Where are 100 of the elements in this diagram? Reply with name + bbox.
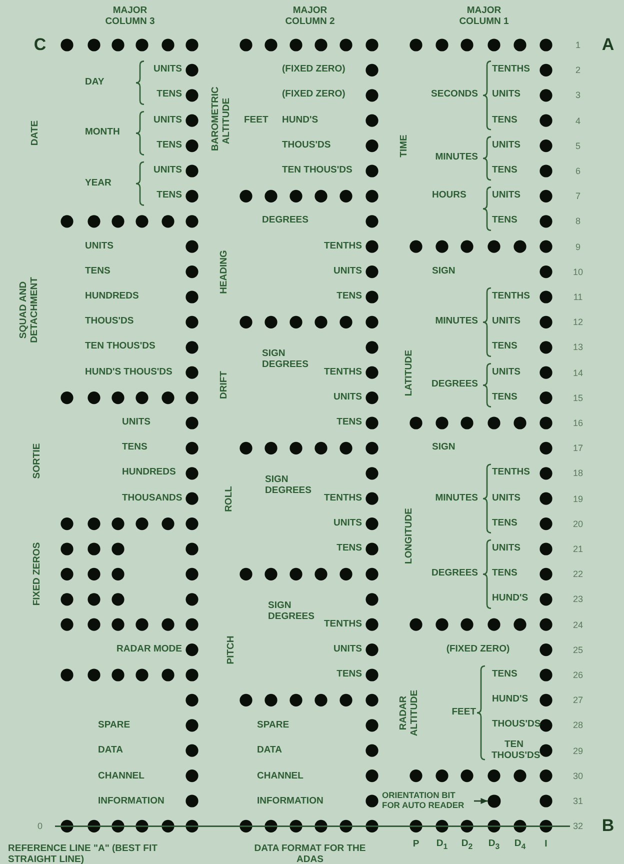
- group-label: LATITUDE: [404, 349, 416, 396]
- field-label: TENS: [336, 670, 362, 680]
- group-label: RADAR ALTITUDE: [399, 688, 421, 738]
- field-label: TENS: [122, 442, 148, 454]
- field-label: TENS: [492, 670, 518, 680]
- field-label: TENTHS: [492, 468, 530, 479]
- row-number: 17: [573, 443, 583, 454]
- field-label: TENTHS: [324, 241, 362, 252]
- row-number: 32: [573, 821, 583, 832]
- field-label: UNITS: [122, 418, 150, 428]
- field-label: SIGN: [432, 442, 456, 454]
- field-label: FEET: [244, 115, 268, 126]
- field-label: UNITS: [492, 367, 520, 378]
- field-label: UNITS: [492, 190, 520, 202]
- row-number: 9: [576, 241, 580, 252]
- row-number: 25: [573, 644, 583, 655]
- field-label: SECONDS: [431, 90, 478, 101]
- row-number: 0: [38, 821, 42, 832]
- field-label: TENS: [85, 266, 110, 278]
- field-label: TENS: [492, 115, 518, 126]
- corner-letter: B: [602, 816, 614, 836]
- group-label: ROLL: [224, 486, 236, 512]
- row-number: 24: [573, 619, 583, 630]
- field-label: UNITS: [492, 140, 520, 152]
- field-label: HUNDREDS: [122, 468, 176, 479]
- field-label: RADAR MODE: [116, 644, 182, 656]
- field-label: HOURS: [432, 190, 466, 202]
- field-label: DEGREES: [262, 216, 308, 227]
- field-label: TENTHS: [324, 367, 362, 378]
- field-label: TENTHS: [324, 619, 362, 630]
- field-label: MINUTES: [435, 493, 478, 504]
- field-label: UNITS: [492, 316, 520, 328]
- row-number: 2: [576, 65, 580, 76]
- field-label: UNITS: [334, 644, 362, 656]
- row-number: 28: [573, 720, 583, 731]
- row-number: 18: [573, 468, 583, 479]
- row-number: 6: [576, 166, 580, 176]
- row-number: 26: [573, 670, 583, 680]
- field-label: SIGN DEGREES: [268, 601, 316, 623]
- field-label: SIGN DEGREES: [265, 475, 312, 497]
- field-label: MONTH: [85, 128, 120, 139]
- field-label: TENS: [492, 568, 518, 580]
- group-label: SORTIE: [32, 443, 44, 478]
- row-number: 11: [573, 292, 583, 302]
- group-label: HEADING: [220, 250, 230, 294]
- row-number: 23: [573, 594, 583, 605]
- spare-label: SPARE DATA CHANNEL INFORMATION: [98, 718, 164, 808]
- field-label: TENTHS: [324, 493, 362, 504]
- row-number: 8: [576, 216, 580, 227]
- row-number: 13: [573, 342, 583, 353]
- group-label: DATE: [30, 120, 42, 146]
- row-number: 10: [573, 266, 583, 277]
- bit-label: D$_{2}$: [461, 839, 473, 852]
- spare-label: SPARE DATA CHANNEL INFORMATION: [257, 718, 324, 808]
- corner-letter: A: [602, 35, 614, 55]
- field-label: HUND'S: [282, 115, 318, 126]
- field-label: UNITS: [492, 544, 520, 554]
- field-label: MINUTES: [435, 316, 478, 328]
- bit-label: D$_{1}$: [436, 839, 448, 852]
- bit-label: D$_{4}$: [514, 839, 526, 852]
- field-label: DEGREES: [432, 380, 478, 391]
- field-label: (FIXED ZERO): [282, 64, 346, 76]
- row-number: 4: [576, 115, 580, 126]
- bit-label: P: [412, 840, 420, 851]
- bit-label: I: [544, 840, 548, 851]
- field-label: (FIXED ZERO): [282, 90, 346, 101]
- field-label: TENS: [336, 544, 362, 554]
- note: ORIENTATION BIT FOR AUTO READER: [382, 791, 474, 811]
- field-label: TENS: [156, 190, 182, 202]
- field-label: SIGN DEGREES: [262, 349, 310, 371]
- field-label: UNITS: [334, 518, 362, 530]
- field-label: TENS: [492, 216, 518, 227]
- field-label: TENS: [336, 418, 362, 428]
- field-label: FEET: [452, 707, 476, 718]
- group-label: PITCH: [226, 636, 238, 664]
- row-number: 1: [576, 40, 580, 50]
- field-label: UNITS: [154, 115, 182, 126]
- group-label: LONGITUDE: [404, 508, 416, 564]
- leader-line: [474, 798, 488, 804]
- punched-hole: [488, 794, 500, 808]
- column-heading: MAJOR COLUMN 3: [104, 6, 156, 28]
- field-label: TENS: [492, 342, 518, 353]
- field-label: TENS: [156, 140, 182, 152]
- field-label: THOUS'DS: [282, 140, 331, 152]
- field-label: TENS: [492, 166, 518, 176]
- row-number: 3: [576, 90, 580, 101]
- row-number: 19: [573, 493, 583, 504]
- field-label: TENTHS: [492, 292, 530, 302]
- row-number: 22: [573, 569, 583, 580]
- field-label: TENTHS: [492, 64, 530, 76]
- field-label: THOUSANDS: [122, 493, 182, 504]
- row-number: 5: [576, 140, 580, 151]
- field-label: HUNDREDS: [85, 292, 139, 302]
- field-label: UNITS: [154, 64, 182, 76]
- row-number: 14: [573, 367, 583, 378]
- field-label: DAY: [85, 77, 104, 88]
- corner-letter: C: [34, 35, 46, 55]
- field-label: HUND'S: [492, 594, 528, 605]
- group-label: DRIFT: [220, 371, 230, 400]
- field-label: MINUTES: [435, 152, 478, 164]
